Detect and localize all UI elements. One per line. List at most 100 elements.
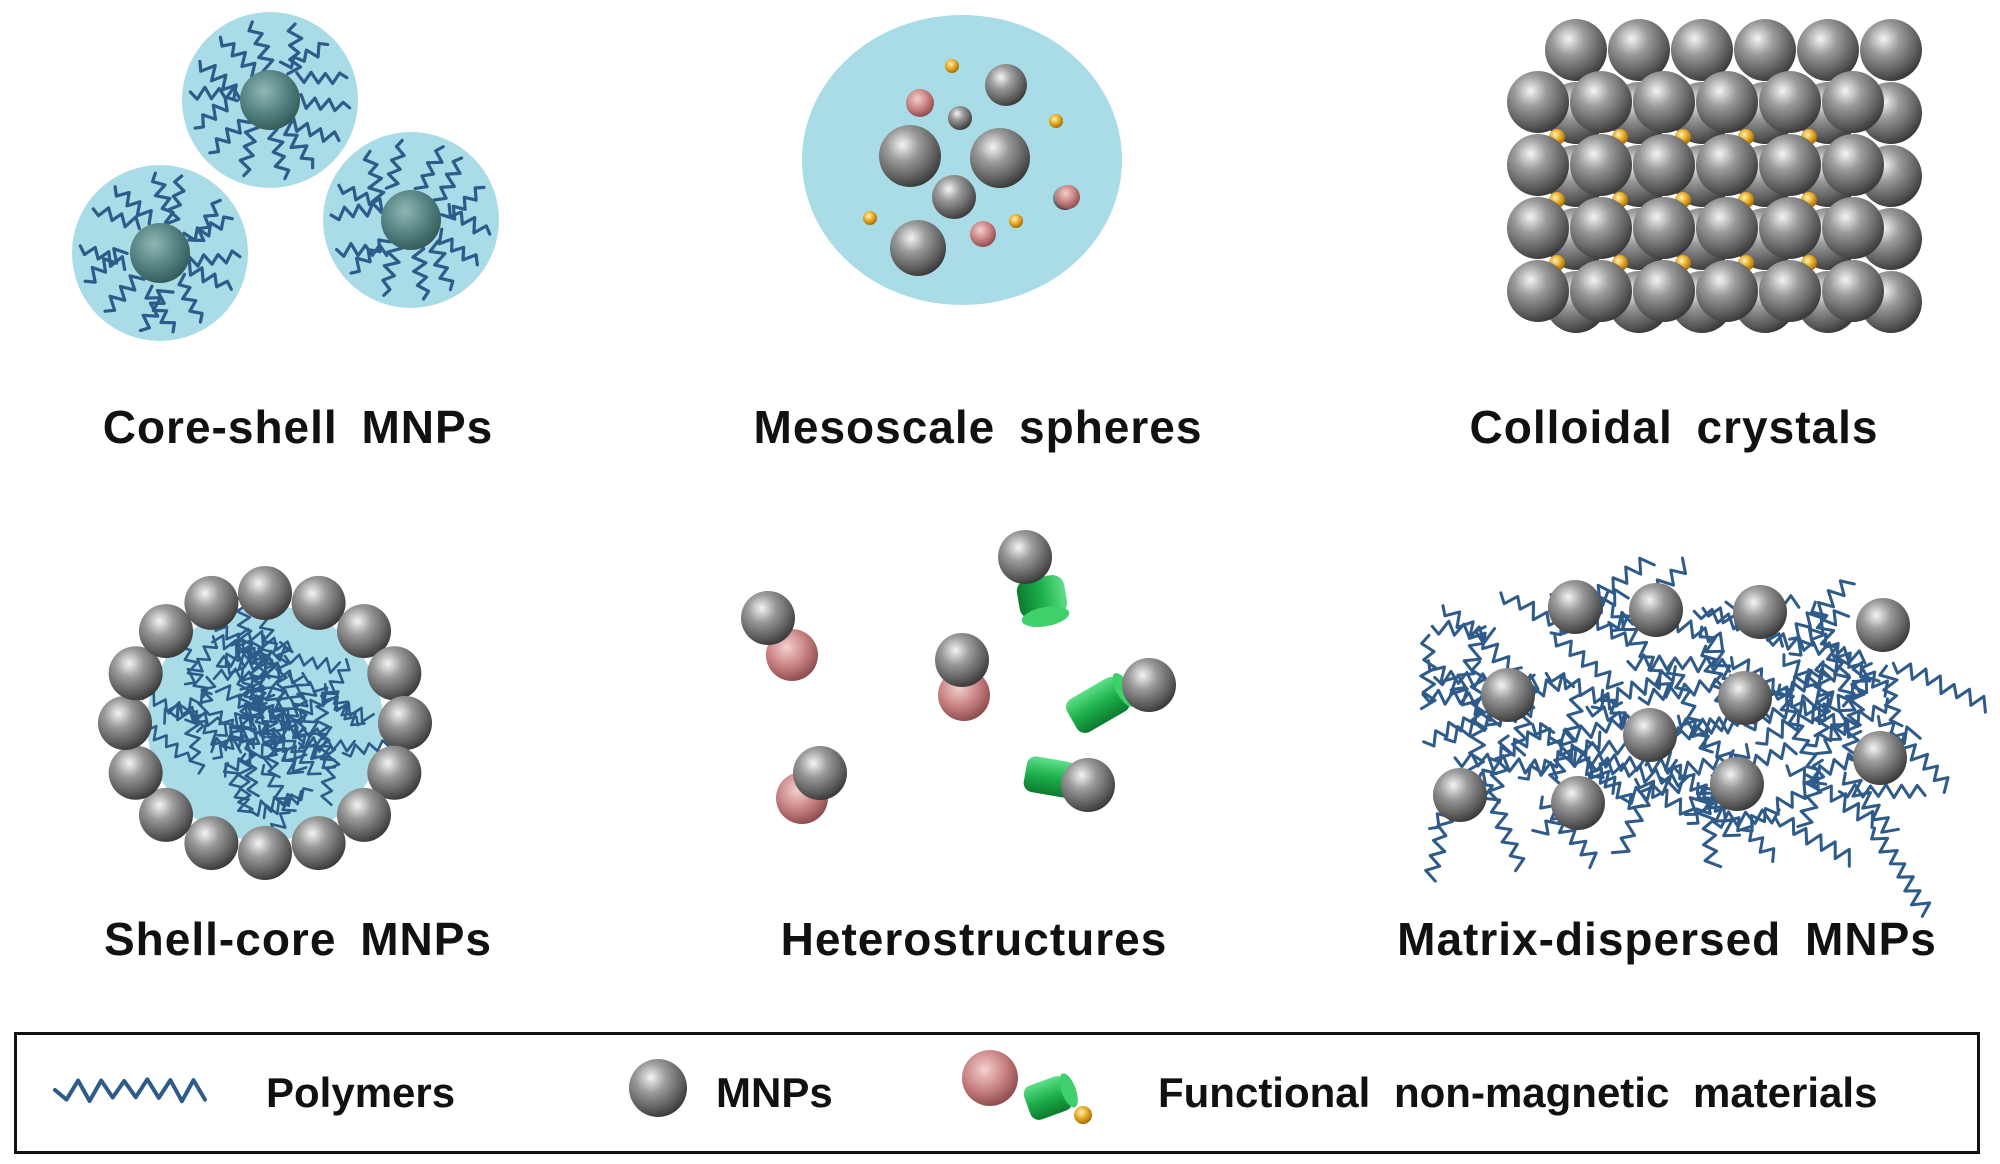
- polymer-chain: [362, 149, 386, 204]
- polymer-chain: [249, 674, 290, 720]
- polymer-chain: [1837, 783, 1927, 800]
- mnp-particle: [1710, 757, 1764, 811]
- mnp-particle: [1570, 134, 1632, 196]
- mnp-particle: [1759, 197, 1821, 259]
- polymer-chain: [1634, 777, 1695, 816]
- polymer-chain: [1665, 661, 1714, 754]
- polymer-chain: [142, 724, 192, 763]
- polymer-chain: [440, 185, 486, 221]
- mnp-particle: [1718, 671, 1772, 725]
- mnp-particle: [1633, 260, 1695, 322]
- polymer-chain: [292, 117, 341, 143]
- polymer-chain: [335, 242, 389, 258]
- core-particle: [240, 70, 300, 130]
- polymer-chain: [1587, 556, 1656, 605]
- gold-particle: [1074, 1106, 1092, 1124]
- mnp-particle: [238, 566, 292, 620]
- polymer-chain: [193, 675, 217, 733]
- mnp-particle: [1633, 197, 1695, 259]
- mnp-particle: [1696, 260, 1758, 322]
- mnp-particle: [1696, 71, 1758, 133]
- mnp-particle: [1856, 598, 1910, 652]
- mnp-particle: [1551, 776, 1605, 830]
- mnp-particle: [1860, 19, 1922, 81]
- mnp-particle: [1797, 19, 1859, 81]
- mesoscale-matrix: [802, 15, 1122, 305]
- polymer-chain: [1729, 656, 1789, 703]
- polymer-chain: [1467, 660, 1488, 772]
- polymer-chain: [1419, 633, 1438, 711]
- mnp-particle: [1507, 260, 1569, 322]
- polymer-chain: [275, 640, 291, 699]
- polymer-chain: [214, 625, 266, 660]
- mnp-particle: [1629, 583, 1683, 637]
- polymer-chain: [1785, 764, 1875, 829]
- matrix-dispersed-label: Matrix-dispersed MNPs: [1397, 913, 1937, 965]
- pink-particle: [962, 1050, 1018, 1106]
- polymer-chain: [210, 634, 266, 663]
- core-particle: [381, 190, 441, 250]
- polymer-chain: [1610, 604, 1674, 699]
- mnp-particle: [890, 220, 946, 276]
- core-shell-label: Core-shell MNPs: [102, 401, 494, 453]
- polymer-chain: [287, 691, 333, 731]
- polymer-chain: [341, 736, 398, 758]
- polymer-chain: [182, 215, 234, 242]
- mnp-particle: [1734, 19, 1796, 81]
- polymer-chain: [208, 118, 252, 155]
- polymer-chain: [337, 183, 384, 214]
- polymer-chain: [188, 249, 242, 268]
- polymer-chain: [413, 145, 445, 190]
- polymer-chain: [1841, 771, 1900, 834]
- polymer-chain: [314, 705, 331, 763]
- polymer-chain: [260, 733, 308, 774]
- polymer-chain: [1475, 771, 1526, 873]
- mnp-particle: [1759, 134, 1821, 196]
- polymer-chain: [437, 227, 479, 267]
- core-shell-illustration: [72, 12, 499, 341]
- legend-mnps-label: MNPs: [716, 1069, 833, 1116]
- polymer-chain: [384, 138, 406, 190]
- colloidal-crystal-illustration: [1507, 19, 1922, 333]
- mnp-particle: [139, 787, 194, 842]
- polymer-chain: [1517, 730, 1602, 781]
- polymer-chain: [248, 789, 303, 817]
- polymer-chain: [329, 201, 383, 222]
- polymer-chain: [299, 93, 352, 113]
- mnp-particle: [1570, 197, 1632, 259]
- polymer-chain: [1891, 661, 1987, 714]
- polymer-chain: [280, 680, 318, 731]
- mnp-particle: [291, 816, 346, 871]
- mesoscale-spheres-label: Mesoscale spheres: [753, 401, 1203, 453]
- mnp-particle: [1822, 134, 1884, 196]
- polymer-chain: [1876, 714, 1950, 794]
- polymer-chain: [1553, 633, 1624, 690]
- polymer-chain: [1488, 722, 1556, 764]
- mnp-particle: [948, 106, 972, 130]
- polymer-chain: [144, 284, 177, 334]
- polymer-chain: [262, 787, 314, 820]
- polymer-chain: [267, 127, 291, 181]
- mnp-particle: [1061, 758, 1115, 812]
- polymer-chain: [83, 247, 129, 284]
- mnp-particle: [1633, 71, 1695, 133]
- heterostructures-label: Heterostructures: [780, 913, 1168, 965]
- polymer-chain: [241, 681, 270, 735]
- mnp-particle: [98, 696, 152, 750]
- polymer-chain: [1588, 756, 1691, 788]
- mnp-particle: [985, 64, 1027, 106]
- mnp-particle: [291, 575, 346, 630]
- polymer-chain: [188, 85, 242, 101]
- mnp-particle: [1633, 134, 1695, 196]
- pink-particle: [970, 221, 996, 247]
- polymer-chain: [91, 206, 141, 231]
- polymer-chain: [1740, 780, 1820, 833]
- mnp-particle: [238, 826, 292, 880]
- polymer-chain: [1788, 609, 1850, 657]
- polymer-chain: [1773, 816, 1851, 868]
- mnp-particle: [367, 646, 422, 701]
- mnp-particle: [1548, 580, 1602, 634]
- mnp-particle: [1433, 768, 1487, 822]
- green-cylinder: [1023, 1073, 1078, 1120]
- polymer-chain: [183, 635, 219, 686]
